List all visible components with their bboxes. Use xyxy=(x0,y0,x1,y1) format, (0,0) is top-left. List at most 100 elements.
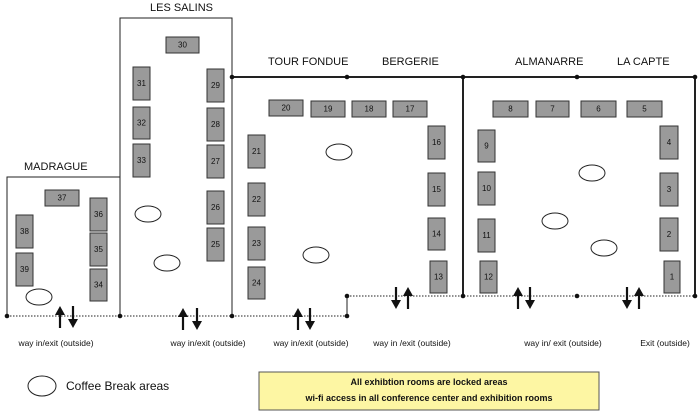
stand-number: 15 xyxy=(432,185,441,194)
coffee-break-area xyxy=(578,164,606,182)
stand-6[interactable]: 6 xyxy=(580,100,617,118)
junction-dot xyxy=(460,74,466,80)
stand-14[interactable]: 14 xyxy=(427,217,446,251)
stand-number: 8 xyxy=(508,105,513,114)
stand-17[interactable]: 17 xyxy=(392,100,428,118)
room-tour-fondue-label: TOUR FONDUE xyxy=(268,56,348,68)
stand-number: 20 xyxy=(282,104,291,113)
down-up-arrows-icon xyxy=(622,287,644,309)
stand-25[interactable]: 25 xyxy=(206,227,225,262)
coffee-break-area xyxy=(325,143,353,161)
exit-label-madrague: way in/exit (outside) xyxy=(17,338,93,348)
stand-12[interactable]: 12 xyxy=(479,260,498,294)
stand-39[interactable]: 39 xyxy=(15,252,34,287)
stand-30[interactable]: 30 xyxy=(165,36,200,54)
stand-36[interactable]: 36 xyxy=(89,197,108,232)
stand-number: 21 xyxy=(252,147,261,156)
stand-number: 33 xyxy=(137,156,146,165)
stand-9[interactable]: 9 xyxy=(477,129,496,163)
stand-21[interactable]: 21 xyxy=(247,134,266,169)
up-down-arrows-icon xyxy=(55,306,78,328)
stand-27[interactable]: 27 xyxy=(206,144,225,179)
stand-10[interactable]: 10 xyxy=(477,171,496,206)
stand-number: 31 xyxy=(137,79,146,88)
stand-number: 35 xyxy=(94,245,103,254)
stand-number: 27 xyxy=(211,157,220,166)
stand-number: 16 xyxy=(432,138,441,147)
exit-label-la-capte: Exit (outside) xyxy=(640,338,690,348)
stand-35[interactable]: 35 xyxy=(89,232,108,267)
stand-19[interactable]: 19 xyxy=(310,100,346,118)
coffee-break-legend-icon xyxy=(27,375,57,397)
stand-number: 24 xyxy=(252,279,261,288)
stand-1[interactable]: 1 xyxy=(663,260,681,294)
stand-20[interactable]: 20 xyxy=(268,99,304,117)
stand-38[interactable]: 38 xyxy=(15,214,34,249)
coffee-break-area xyxy=(541,212,569,230)
down-up-arrows-icon xyxy=(391,287,413,309)
stand-15[interactable]: 15 xyxy=(427,172,446,207)
room-la-capte-label: LA CAPTE xyxy=(617,56,670,68)
stand-number: 6 xyxy=(596,105,601,114)
stand-2[interactable]: 2 xyxy=(659,217,679,252)
up-down-arrows-icon xyxy=(513,287,535,309)
junction-dot xyxy=(460,293,466,299)
coffee-break-area xyxy=(134,205,162,223)
stand-number: 11 xyxy=(482,231,491,240)
stand-number: 12 xyxy=(484,273,493,282)
junction-dot xyxy=(692,74,698,80)
stand-29[interactable]: 29 xyxy=(206,68,225,103)
stand-7[interactable]: 7 xyxy=(535,100,570,118)
stand-26[interactable]: 26 xyxy=(206,190,225,225)
legend: Coffee Break areas xyxy=(27,375,169,397)
stand-16[interactable]: 16 xyxy=(427,125,446,160)
stand-number: 30 xyxy=(178,41,187,50)
stand-number: 28 xyxy=(211,120,220,129)
stand-3[interactable]: 3 xyxy=(659,172,679,207)
stand-34[interactable]: 34 xyxy=(89,268,108,302)
stand-18[interactable]: 18 xyxy=(351,100,387,118)
junction-dot xyxy=(574,74,580,80)
les-salins-walls xyxy=(119,17,233,316)
stand-number: 9 xyxy=(484,142,489,151)
stand-23[interactable]: 23 xyxy=(247,226,266,261)
notice-line-1: All exhibtion rooms are locked areas xyxy=(350,377,507,387)
coffee-break-area xyxy=(153,254,181,272)
exit-label-bergerie: way in /exit (outside) xyxy=(372,338,451,348)
stand-33[interactable]: 33 xyxy=(132,143,151,178)
stand-number: 10 xyxy=(482,184,491,193)
up-down-arrows-icon xyxy=(178,308,202,330)
junction-dot xyxy=(229,74,235,80)
stand-number: 2 xyxy=(667,230,672,239)
stand-22[interactable]: 22 xyxy=(247,182,266,217)
stand-28[interactable]: 28 xyxy=(206,107,225,142)
stand-37[interactable]: 37 xyxy=(44,189,80,207)
stand-4[interactable]: 4 xyxy=(659,125,679,160)
exit-label-les-salins: way in/exit (outside) xyxy=(169,338,245,348)
stand-number: 39 xyxy=(20,265,29,274)
stand-number: 38 xyxy=(20,227,29,236)
stand-number: 26 xyxy=(211,203,220,212)
stand-11[interactable]: 11 xyxy=(477,218,496,253)
stands: 1 2 3 4 5 6 7 8 9 10 11 12 13 14 15 16 1… xyxy=(15,36,681,302)
stand-13[interactable]: 13 xyxy=(429,260,448,294)
stand-number: 17 xyxy=(406,105,415,114)
junction-dot xyxy=(344,293,350,299)
stand-number: 5 xyxy=(642,105,647,114)
junction-dots xyxy=(4,74,698,319)
stand-8[interactable]: 8 xyxy=(492,100,529,118)
junction-dot xyxy=(344,313,350,319)
stand-number: 18 xyxy=(365,105,374,114)
stand-number: 34 xyxy=(94,281,103,290)
stand-number: 23 xyxy=(252,239,261,248)
exit-label-almanarre: way in/ exit (outside) xyxy=(523,338,602,348)
coffee-break-area xyxy=(590,239,618,257)
stand-24[interactable]: 24 xyxy=(247,266,266,300)
stand-number: 1 xyxy=(670,273,675,282)
stand-31[interactable]: 31 xyxy=(132,66,151,101)
stand-32[interactable]: 32 xyxy=(132,106,151,140)
stand-number: 3 xyxy=(667,185,672,194)
coffee-break-areas xyxy=(25,143,618,306)
stand-number: 37 xyxy=(58,194,67,203)
stand-5[interactable]: 5 xyxy=(626,100,663,118)
